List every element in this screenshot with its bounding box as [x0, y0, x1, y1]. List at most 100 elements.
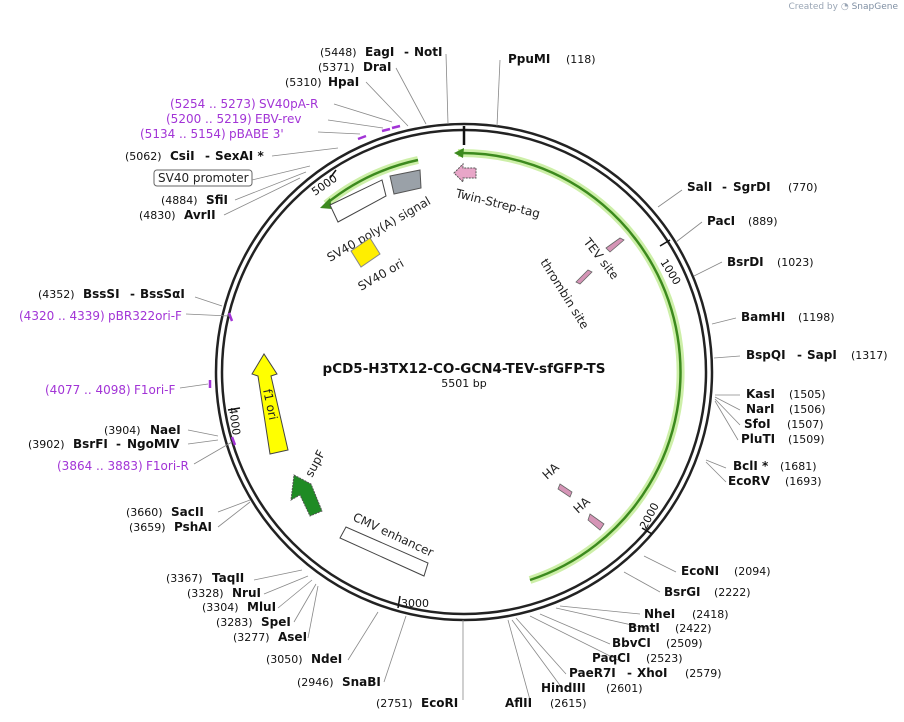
- primer-pbr322ori-f[interactable]: (4320 .. 4339) pBR322ori-F: [19, 309, 182, 323]
- enzyme-drai[interactable]: (5371) DraI: [318, 60, 391, 74]
- enzyme-bsrdi-part: BsrDI: [727, 255, 764, 269]
- enzyme-asei[interactable]: (3277) AseI: [233, 630, 307, 644]
- cmv-enhancer-box: [339, 526, 429, 577]
- enzyme-leader-lines-part: [253, 569, 303, 581]
- enzyme-leader-lines-part: [223, 177, 301, 216]
- enzyme-hpai[interactable]: (5310) HpaI: [285, 75, 359, 89]
- enzyme-bspqi-sapi-part: BspQI: [746, 348, 786, 362]
- primer-pbabe-3-part: pBABE 3': [229, 127, 284, 141]
- enzyme-naei-part: (3904): [104, 424, 141, 437]
- enzyme-ecorv[interactable]: EcoRV (1693): [728, 474, 822, 488]
- enzyme-bamhi[interactable]: BamHI (1198): [741, 310, 835, 324]
- enzyme-bcli[interactable]: BclI * (1681): [733, 459, 817, 473]
- feature-ha-2[interactable]: HA: [571, 494, 605, 531]
- watermark-brand: SnapGene: [851, 2, 898, 12]
- enzyme-ecori[interactable]: (2751) EcoRI: [376, 696, 458, 710]
- primer-f1ori-r[interactable]: (3864 .. 3883) F1ori-R: [57, 459, 189, 473]
- feature-twin-strep-tag[interactable]: Twin-Strep-tag: [453, 162, 542, 221]
- enzyme-paer7i-xhoi[interactable]: PaeR7I - XhoI (2579): [569, 666, 722, 680]
- enzyme-sacii[interactable]: (3660) SacII: [126, 505, 204, 519]
- enzyme-bsssi-part: -: [130, 287, 135, 301]
- enzyme-pluti-part: (1509): [788, 433, 825, 446]
- enzyme-nhei[interactable]: NheI (2418): [644, 607, 729, 621]
- enzyme-taqii[interactable]: (3367) TaqII: [166, 571, 244, 585]
- enzyme-hindiii[interactable]: HindIII (2601): [541, 681, 643, 695]
- feature-thrombin-site[interactable]: thrombin site: [537, 256, 593, 331]
- enzyme-snabi-part: SnaBI: [342, 675, 381, 689]
- enzyme-nrui[interactable]: (3328) NruI: [187, 586, 261, 600]
- enzyme-bsrfi-ngomiv[interactable]: (3902) BsrFI - NgoMIV: [28, 437, 180, 451]
- primer-f1ori-f[interactable]: (4077 .. 4098) F1ori-F: [45, 383, 175, 397]
- enzyme-naei[interactable]: (3904) NaeI: [104, 423, 181, 437]
- enzyme-leader-lines-part: [187, 439, 219, 445]
- primer-pbabe-3[interactable]: (5134 .. 5154) pBABE 3': [140, 127, 284, 141]
- enzyme-bbvci[interactable]: BbvCI (2509): [612, 636, 703, 650]
- tick-4000: 4000: [226, 407, 243, 437]
- enzyme-nari[interactable]: NarI (1506): [746, 402, 826, 416]
- enzyme-bsrdi[interactable]: BsrDI (1023): [727, 255, 814, 269]
- enzyme-mlui[interactable]: (3304) MluI: [202, 600, 276, 614]
- feature-ha-1[interactable]: HA: [540, 460, 573, 498]
- enzyme-econi[interactable]: EcoNI (2094): [681, 564, 771, 578]
- enzyme-sfoi-part: (1507): [787, 418, 824, 431]
- enzyme-aflii[interactable]: AflII (2615): [505, 696, 587, 710]
- enzyme-snabi[interactable]: (2946) SnaBI: [297, 675, 381, 689]
- enzyme-nrui-part: (3328): [187, 587, 224, 600]
- feature-sv40-ori[interactable]: SV40 ori: [350, 237, 406, 294]
- enzyme-ndei[interactable]: (3050) NdeI: [266, 652, 342, 666]
- enzyme-eagi-noti[interactable]: (5448) EagI - NotI: [320, 45, 443, 59]
- enzyme-leader-lines-part: [187, 429, 219, 437]
- enzyme-bsssi[interactable]: (4352) BssSI - BssSαI: [38, 287, 185, 301]
- enzyme-hindiii-part: HindIII: [541, 681, 586, 695]
- enzyme-asei-part: (3277): [233, 631, 270, 644]
- enzyme-nrui-part: NruI: [232, 586, 261, 600]
- enzyme-csii-sexai[interactable]: (5062) CsiI - SexAI *: [125, 149, 264, 163]
- enzyme-leader-lines-part: [711, 317, 737, 325]
- enzyme-sali-sgrdi-part: -: [722, 180, 727, 194]
- enzyme-pluti-part: PluTI: [741, 432, 775, 446]
- enzyme-econi-part: EcoNI: [681, 564, 719, 578]
- primer-ticks-part: [357, 134, 367, 141]
- enzyme-leader-lines-part: [317, 131, 361, 135]
- tick-2000-group-part: [641, 527, 653, 535]
- enzyme-eagi-noti-part: NotI: [414, 45, 443, 59]
- enzyme-leader-lines-part: [559, 605, 641, 615]
- enzyme-leader-lines-part: [217, 501, 251, 528]
- primer-f1ori-r-part: (3864 .. 3883): [57, 459, 143, 473]
- feature-cmv-enhancer[interactable]: CMV enhancer: [339, 510, 436, 577]
- enzyme-avrii[interactable]: (4830) AvrII: [139, 208, 216, 222]
- orf-arc-arrowhead-icon: [454, 148, 464, 158]
- primer-ebv-rev[interactable]: (5200 .. 5219) EBV-rev: [166, 112, 301, 126]
- ha-1-arrow-icon: [557, 483, 573, 498]
- enzyme-sfii[interactable]: (4884) SfiI: [161, 193, 228, 207]
- enzyme-kasi[interactable]: KasI (1505): [746, 387, 826, 401]
- enzyme-pluti[interactable]: PluTI (1509): [741, 432, 825, 446]
- feature-f1-ori[interactable]: f1 ori: [251, 353, 289, 455]
- ha-2-arrow-icon: [587, 513, 605, 531]
- feature-supf[interactable]: supF: [290, 448, 328, 517]
- enzyme-bsssi-part: (4352): [38, 288, 75, 301]
- enzyme-bamhi-part: (1198): [798, 311, 835, 324]
- enzyme-sali-sgrdi-part: (770): [788, 181, 818, 194]
- enzyme-paqci[interactable]: PaqCI (2523): [592, 651, 683, 665]
- primer-ticks: [208, 124, 401, 446]
- snapgene-logo-icon: ◔: [840, 2, 849, 12]
- tick-1000-group-part: [659, 239, 671, 247]
- enzyme-ppumi[interactable]: PpuMI (118): [508, 52, 596, 66]
- enzyme-leader-lines-part: [529, 615, 619, 661]
- enzyme-leader-lines-part: [675, 221, 703, 243]
- enzyme-snabi-part: (2946): [297, 676, 334, 689]
- enzyme-paci[interactable]: PacI (889): [707, 214, 778, 228]
- enzyme-bmti[interactable]: BmtI (2422): [628, 621, 712, 635]
- enzyme-sfoi[interactable]: SfoI (1507): [744, 417, 824, 431]
- enzyme-bspqi-sapi[interactable]: BspQI - SapI (1317): [746, 348, 888, 362]
- feature-label-ha-2: HA: [571, 494, 594, 516]
- watermark-prefix: Created by: [788, 2, 838, 12]
- feature-sv40-polya[interactable]: SV40 poly(A) signal: [325, 169, 433, 265]
- enzyme-bsrgi[interactable]: BsrGI (2222): [664, 585, 751, 599]
- enzyme-spei[interactable]: (3283) SpeI: [216, 615, 291, 629]
- enzyme-sali-sgrdi[interactable]: SalI - SgrDI (770): [687, 180, 818, 194]
- feature-sv40-promoter[interactable]: SV40 promoter: [153, 165, 311, 187]
- primer-sv40pa-r[interactable]: (5254 .. 5273) SV40pA-R: [170, 97, 318, 111]
- enzyme-pshai[interactable]: (3659) PshAI: [129, 520, 212, 534]
